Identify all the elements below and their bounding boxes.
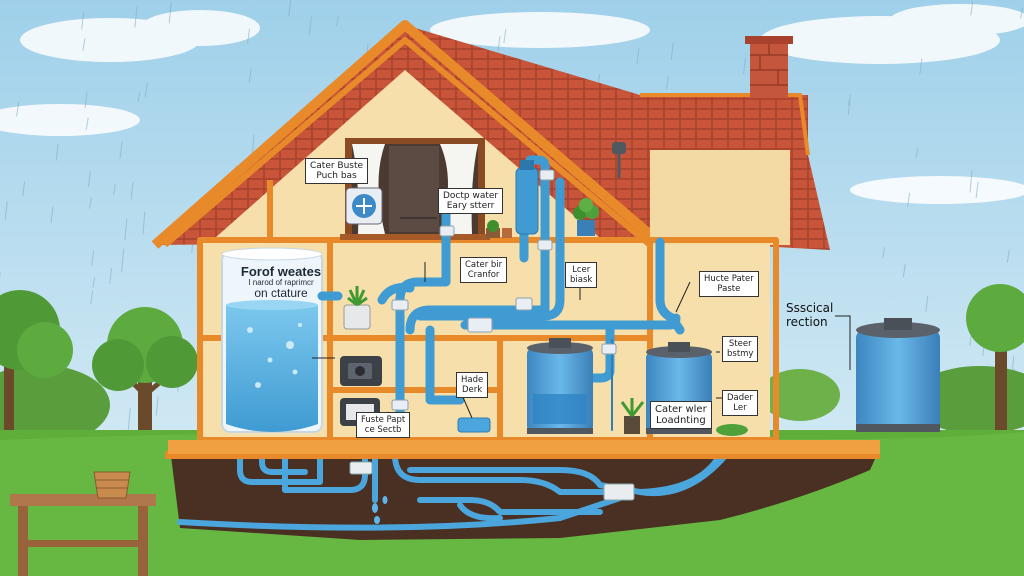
rain-drop xyxy=(137,92,141,103)
rain-drop xyxy=(22,181,26,197)
label-right-upper: Steer bstmy xyxy=(722,336,759,362)
tree-icon xyxy=(0,290,73,430)
rain-drop xyxy=(970,0,974,16)
rain-drop xyxy=(670,42,674,60)
tree-icon xyxy=(966,284,1024,435)
water-drops xyxy=(372,496,388,524)
rain-drop xyxy=(130,182,134,200)
label-mid-center: Cater bir Cranfor xyxy=(460,257,508,283)
rain-drop xyxy=(907,192,911,207)
rain-drop xyxy=(16,102,20,117)
rain-drop xyxy=(1020,7,1024,19)
rain-drop xyxy=(743,57,747,75)
rain-drop xyxy=(81,11,85,30)
rain-drop xyxy=(90,290,94,305)
rain-sensor xyxy=(612,142,626,178)
water-tank-icon-attic xyxy=(515,160,539,235)
rain-drop xyxy=(112,183,116,196)
label-upper-left: Cater Buste Puch bas xyxy=(305,158,369,184)
rain-drop xyxy=(84,91,88,109)
rain-drop xyxy=(4,201,8,220)
rain-drop xyxy=(636,48,640,65)
rain-drop xyxy=(969,169,973,193)
rain-drop xyxy=(127,407,131,430)
underground-pipes xyxy=(177,447,733,531)
pipe-valve-icon xyxy=(349,461,635,501)
pump-unit xyxy=(340,356,382,386)
right-wing-wall xyxy=(650,150,790,245)
rain-drop xyxy=(925,295,929,312)
rain-drop xyxy=(503,29,507,44)
rain-drop xyxy=(109,267,113,284)
rain-drop xyxy=(308,16,312,35)
rain-drop xyxy=(124,218,128,241)
rain-drop xyxy=(902,263,906,277)
rain-drop xyxy=(50,206,54,224)
rain-drop xyxy=(919,58,923,75)
tree-icon xyxy=(92,307,198,435)
rain-drop xyxy=(336,15,340,27)
pipe-joints xyxy=(391,169,617,411)
rain-drop xyxy=(847,94,851,106)
potted-plant-icon xyxy=(486,220,512,238)
rain-drop xyxy=(89,197,92,209)
water-tank-icon-center xyxy=(527,338,593,434)
label-lower-center: Hade Derk xyxy=(456,372,489,398)
label-lower-left: Fuste Papt ce Sectb xyxy=(356,412,411,438)
basket-icon xyxy=(93,471,131,499)
tank-title-label: Forof weates I narod of raprimcr on ctat… xyxy=(232,264,330,300)
label-mid-right: Lcer biask xyxy=(565,262,598,288)
pressure-unit xyxy=(457,417,491,433)
rain-drop xyxy=(248,68,252,83)
rain-drop xyxy=(142,211,146,235)
rain-drop xyxy=(92,276,96,288)
rain-drop xyxy=(665,76,669,90)
rain-drop xyxy=(847,99,851,115)
rain-drop xyxy=(121,248,125,273)
rain-drop xyxy=(91,250,95,266)
rain-drop xyxy=(168,1,172,24)
tank-title-line1: Forof weates xyxy=(240,264,322,279)
label-right-lower: Dader Ler xyxy=(722,390,758,416)
rain-drop xyxy=(288,0,292,17)
rain-drop xyxy=(87,170,91,188)
rain-drop xyxy=(975,181,979,199)
rain-drop xyxy=(915,148,919,159)
rain-drop xyxy=(85,117,89,130)
potted-plant-icon xyxy=(573,198,599,236)
rain-drop xyxy=(82,38,86,51)
label-right-room: Hucte Pater Paste xyxy=(699,271,759,297)
potted-plant-icon xyxy=(620,398,645,434)
rain-drop xyxy=(155,395,159,416)
label-tank-center: Cater wler Loadnting xyxy=(650,401,712,429)
water-tank-icon-main xyxy=(221,247,323,433)
water-tank-icon-outdoor xyxy=(856,318,940,432)
label-side-section: Ssscical rection xyxy=(786,301,834,329)
tank-title-line3: on ctature xyxy=(254,286,308,300)
potted-plant-icon xyxy=(716,424,748,436)
rain-drop xyxy=(882,247,886,259)
rain-drop xyxy=(55,143,59,161)
rain-drop xyxy=(247,28,251,44)
rain-drop xyxy=(497,35,501,51)
gauge-icon xyxy=(345,187,383,225)
rain-drop xyxy=(1006,249,1010,263)
tank-title-line2: I narod of raprimcr xyxy=(248,278,314,287)
rain-drop xyxy=(134,7,138,28)
rain-drop xyxy=(144,82,148,98)
chimney-icon xyxy=(745,36,793,98)
rain-drop xyxy=(119,141,123,159)
potted-plant-icon xyxy=(343,286,371,330)
label-upper-mid: Doctp water Eary stterr xyxy=(438,188,504,214)
